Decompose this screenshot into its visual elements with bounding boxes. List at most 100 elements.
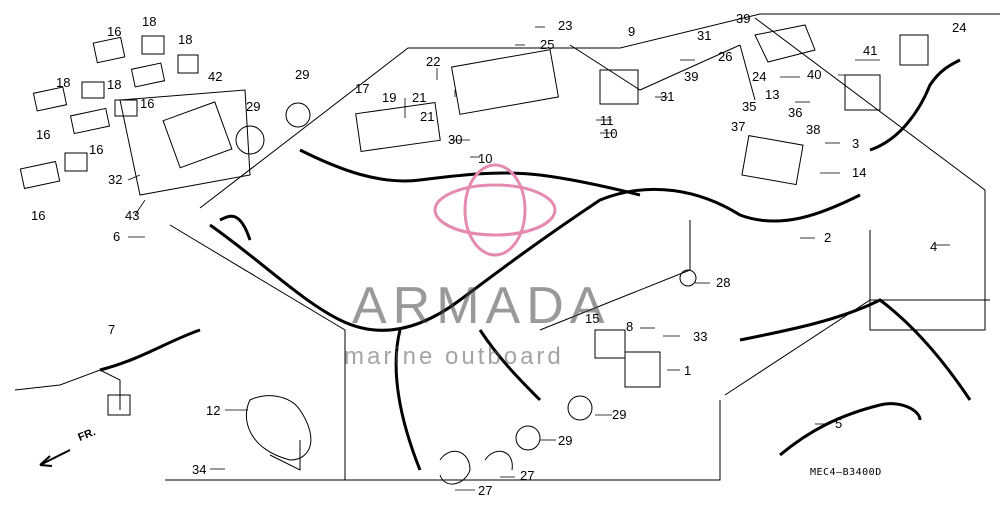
right-harness: [739, 298, 972, 401]
callout-43: 43: [125, 208, 140, 223]
callout-21-a: 21: [412, 90, 427, 105]
relay-cluster: [19, 35, 199, 190]
callout-21-b: 21: [420, 109, 435, 124]
outline-frame-right: [754, 17, 986, 331]
callout-19: 19: [382, 90, 397, 105]
relay-1: [624, 351, 661, 388]
callout-9: 9: [628, 24, 636, 39]
callout-1: 1: [684, 363, 692, 378]
clamp-28: [679, 269, 697, 287]
callout-17: 17: [355, 81, 370, 96]
callout-5: 5: [835, 416, 843, 431]
callout-36: 36: [788, 105, 803, 120]
callout-26: 26: [718, 49, 733, 64]
callout-16-c: 16: [36, 127, 51, 142]
branch-lower: [394, 329, 422, 471]
horn-stay: [269, 440, 301, 471]
lower-right-harness: [779, 402, 922, 457]
callout-12: 12: [206, 403, 221, 418]
callout-23: 23: [558, 18, 573, 33]
watermark-logo: [433, 163, 557, 257]
callout-42: 42: [208, 69, 223, 84]
relay-bracket: [162, 101, 233, 169]
callout-22: 22: [426, 54, 441, 69]
sensor-7: [107, 394, 131, 416]
main-harness-lines: [99, 58, 972, 471]
callout-35: 35: [742, 99, 757, 114]
callout-4: 4: [930, 239, 938, 254]
callout-29-c: 29: [612, 407, 627, 422]
relay-15: [594, 329, 626, 359]
callout-38: 38: [806, 122, 821, 137]
clamp-29d: [567, 395, 593, 421]
wire-guide: [754, 24, 816, 63]
ecu-box: [355, 102, 441, 152]
callout-34: 34: [192, 462, 207, 477]
callout-6: 6: [113, 229, 121, 244]
callout-25: 25: [540, 37, 555, 52]
outline-frame-left: [165, 224, 346, 481]
callout-14: 14: [852, 165, 867, 180]
watermark-tagline: marine outboard: [344, 343, 564, 370]
callout-13: 13: [765, 87, 780, 102]
callout-8: 8: [626, 319, 634, 334]
callout-24-a: 24: [952, 20, 967, 35]
outline-frame-upper: [199, 13, 1000, 209]
sub-harness-7: [14, 369, 121, 410]
outline-frame-lower: [724, 299, 990, 396]
main-harness: [209, 187, 861, 332]
branch-rear: [478, 329, 542, 402]
diagram-code: MEC4—B3400D: [810, 467, 882, 478]
callout-29-a: 29: [295, 67, 310, 82]
battery-cable: [869, 58, 961, 152]
callout-15: 15: [585, 311, 600, 326]
callout-16-b: 16: [140, 96, 155, 111]
callout-28: 28: [716, 275, 731, 290]
left-harness: [99, 328, 201, 372]
callout-40: 40: [807, 67, 822, 82]
callout-27-b: 27: [478, 483, 493, 498]
branch-to-coil: [219, 214, 252, 241]
grommet-29: [235, 125, 265, 155]
harness-branch-frame: [569, 44, 741, 91]
clamp-27b: [484, 450, 513, 471]
callout-18-b: 18: [178, 32, 193, 47]
clamp-27a: [439, 450, 471, 485]
callout-24-b: 24: [752, 69, 767, 84]
callout-11: 11: [600, 113, 614, 128]
callout-27-a: 27: [520, 468, 535, 483]
callout-18-d: 18: [107, 77, 122, 92]
callout-18-a: 18: [142, 14, 157, 29]
callout-37: 37: [731, 119, 746, 134]
callout-16-d: 16: [89, 142, 104, 157]
outline-frame-bottom: [345, 400, 721, 481]
watermark-brand: ARMADA: [352, 277, 611, 335]
callout-31-a: 31: [697, 28, 712, 43]
callout-32: 32: [108, 172, 123, 187]
harness-branch-frame-2: [739, 44, 756, 101]
coil-9: [599, 69, 639, 105]
callout-39-b: 39: [684, 69, 699, 84]
callout-18-c: 18: [56, 75, 71, 90]
callout-10-upper: 10: [603, 126, 618, 141]
callout-33: 33: [693, 329, 708, 344]
callout-41: 41: [863, 43, 878, 58]
fuse-box: [741, 135, 804, 186]
clamp-29c: [515, 425, 541, 451]
callout-31-b: 31: [660, 89, 675, 104]
callout-29-d: 29: [558, 433, 573, 448]
callout-30: 30: [448, 132, 463, 147]
grommet-29b: [285, 102, 311, 128]
callout-29-b: 29: [246, 99, 261, 114]
front-arrow: [39, 449, 71, 467]
callout-10-lower: 10: [478, 151, 493, 166]
callout-2: 2: [824, 230, 832, 245]
cover-40-41: [844, 74, 881, 111]
terminal-cover: [899, 34, 929, 66]
callout-7: 7: [108, 322, 116, 337]
callout-16-e: 16: [31, 208, 46, 223]
ecu-cover: [451, 49, 559, 115]
upper-harness-branch: [299, 148, 641, 197]
